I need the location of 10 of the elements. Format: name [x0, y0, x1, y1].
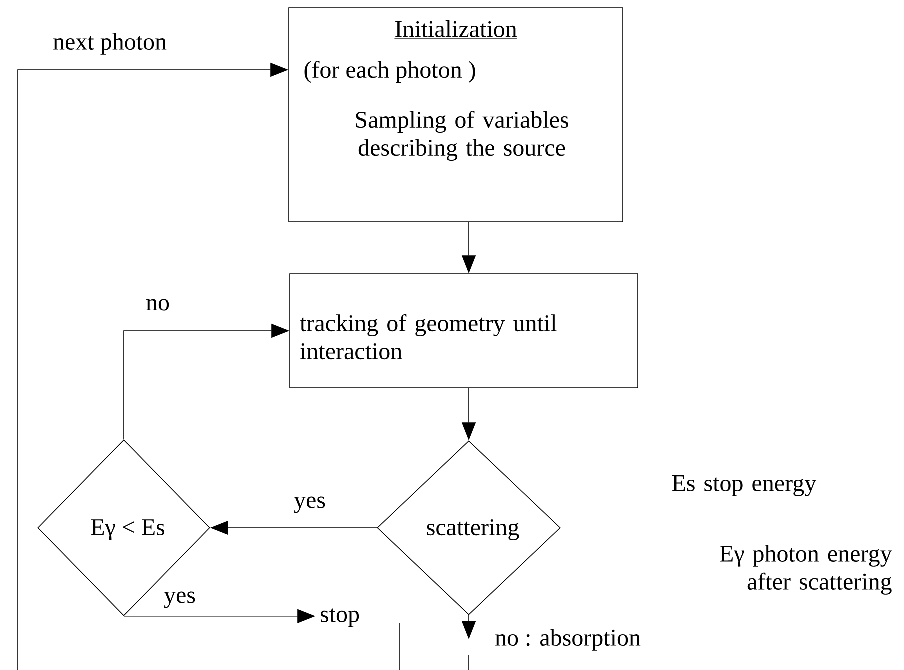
- terminal-text: stop: [321, 608, 360, 628]
- note-text: Es stop energy: [672, 476, 817, 496]
- edge-label: no : absorption: [494, 628, 642, 652]
- process-box: tracking of geometry until interaction: [290, 274, 638, 388]
- process-box: Initialization (for each photon ) Sampling of variables describing the source: [288, 8, 624, 222]
- edge-label: no: [145, 298, 171, 312]
- edge-label: next photon: [52, 32, 168, 56]
- edge-label: yes: [293, 496, 327, 514]
- edge-label: yes: [163, 590, 197, 610]
- note-text: Eγ photon energy after scattering: [720, 545, 892, 595]
